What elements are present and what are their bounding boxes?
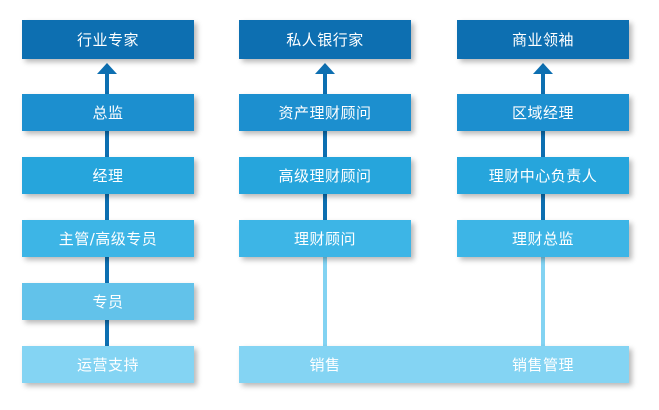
career-3-top-box: 商业领袖 [457,20,629,59]
career-3-base-label: 销售管理 [511,356,574,374]
career-1-step-2: 经理 [22,157,194,194]
career-2-base-label: 销售 [309,356,341,374]
career-path-3-arrowhead [533,63,553,74]
career-3-step-3: 理财总监 [457,220,629,257]
career-1-top-box: 行业专家 [22,20,194,59]
career-3-step-1: 区域经理 [457,94,629,131]
career-2-3-base-bar: 销售 销售管理 [239,346,629,383]
career-path-2-arrow-shaft-dark [323,73,327,233]
career-path-1-arrowhead [97,63,117,74]
career-2-top-box: 私人银行家 [239,20,411,59]
career-path-3-arrow-shaft-light [541,233,545,355]
career-1-base-box: 运营支持 [22,346,194,383]
career-path-2-arrow-shaft-light [323,233,327,355]
career-path-1-arrow-shaft [105,73,109,355]
career-path-3-arrow-shaft-dark [541,73,545,233]
career-1-step-4: 专员 [22,283,194,320]
career-1-step-3: 主管/高级专员 [22,220,194,257]
career-2-step-2: 高级理财顾问 [239,157,411,194]
career-2-step-3: 理财顾问 [239,220,411,257]
career-1-step-1: 总监 [22,94,194,131]
career-3-step-2: 理财中心负责人 [457,157,629,194]
career-2-step-1: 资产理财顾问 [239,94,411,131]
career-path-2-arrowhead [315,63,335,74]
